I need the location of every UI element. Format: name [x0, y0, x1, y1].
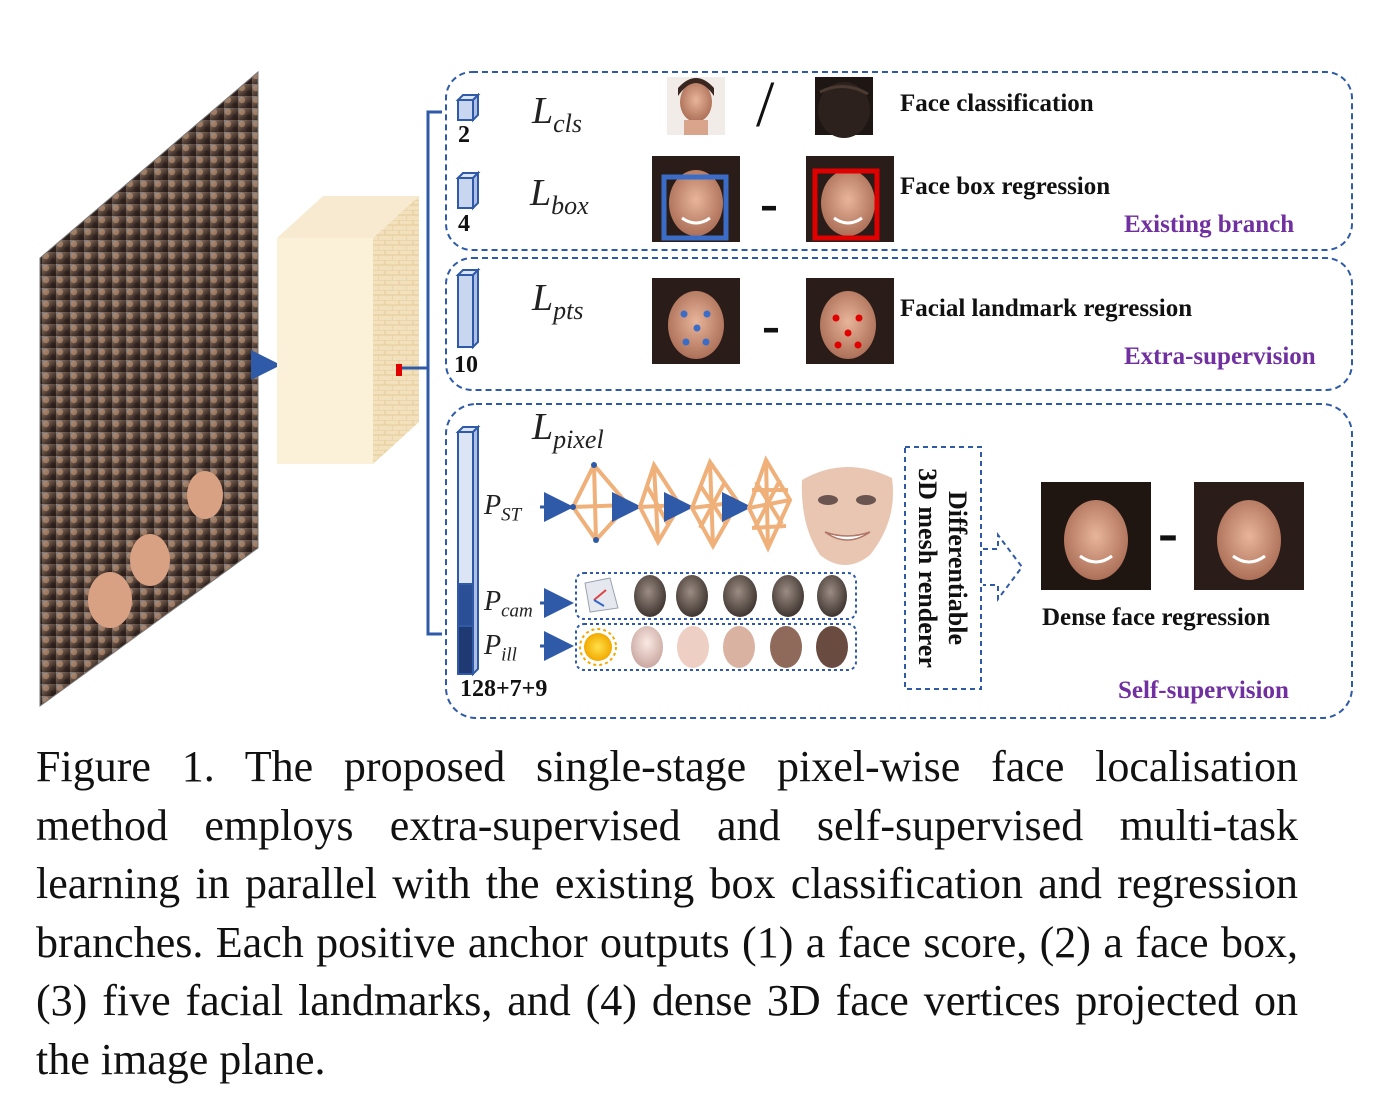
cls-dim: 2 — [458, 122, 470, 148]
pts-dim: 10 — [454, 352, 478, 378]
textured-face — [801, 466, 894, 565]
box-separator: - — [760, 173, 778, 233]
extra-supervision-box — [445, 257, 1353, 391]
cls-positive-face — [667, 77, 725, 135]
sun-icon — [584, 633, 612, 661]
box-pred-face — [652, 156, 740, 242]
pts-title: Facial landmark regression — [900, 295, 1193, 322]
renderer-line1: Differentiable — [943, 490, 972, 646]
renderer-box — [904, 446, 982, 690]
figure-diagram: 2 4 10 128+7+9 Lcls Lbox Lpts Lpixel / -… — [39, 68, 1353, 719]
loss-box: Lbox — [530, 172, 589, 221]
pixel-separator: - — [1158, 499, 1178, 565]
box-tensor — [455, 170, 481, 211]
figure-caption: Figure 1. The proposed single-stage pixe… — [36, 742, 1298, 1084]
loss-pixel: Lpixel — [532, 406, 604, 455]
crowd-image — [39, 70, 259, 707]
dense-rendered-face — [1041, 482, 1151, 590]
loss-cls: Lcls — [532, 90, 583, 139]
cls-separator: / — [756, 68, 775, 141]
dense-input-face — [1194, 482, 1304, 590]
cls-negative-hair — [815, 77, 873, 138]
pixel-tensor — [455, 424, 481, 677]
box-gt-face — [806, 156, 894, 242]
cls-title: Face classification — [900, 90, 1094, 117]
pixel-dim: 128+7+9 — [460, 676, 548, 702]
renderer-output-arrow — [983, 532, 1024, 602]
param-st: PST — [484, 490, 522, 526]
diagram-canvas — [39, 70, 1353, 719]
pts-separator: - — [762, 295, 780, 355]
pixel-title: Dense face regression — [1042, 604, 1271, 631]
camera-pose-strip — [575, 572, 857, 620]
box-dim: 4 — [458, 211, 470, 237]
renderer-line2: 3D mesh renderer — [913, 468, 942, 668]
pts-pred-face — [652, 278, 740, 364]
self-supervision-box — [445, 403, 1353, 719]
extra-supervision-tag: Extra-supervision — [1124, 343, 1316, 370]
illumination-strip — [575, 623, 857, 671]
cls-tensor — [455, 92, 481, 123]
param-cam: Pcam — [484, 586, 533, 622]
pts-gt-face — [806, 278, 894, 364]
existing-branch-tag: Existing branch — [1124, 211, 1295, 238]
box-title: Face box regression — [900, 173, 1111, 200]
feature-map-cube — [277, 196, 419, 464]
renderer-label: Differentiable 3D mesh renderer — [912, 448, 972, 688]
pts-tensor — [455, 267, 481, 350]
self-supervision-tag: Self-supervision — [1118, 677, 1289, 704]
mesh-progression — [540, 455, 793, 553]
branch-bracket — [402, 110, 442, 636]
param-ill: Pill — [484, 630, 517, 666]
loss-pts: Lpts — [532, 277, 584, 326]
